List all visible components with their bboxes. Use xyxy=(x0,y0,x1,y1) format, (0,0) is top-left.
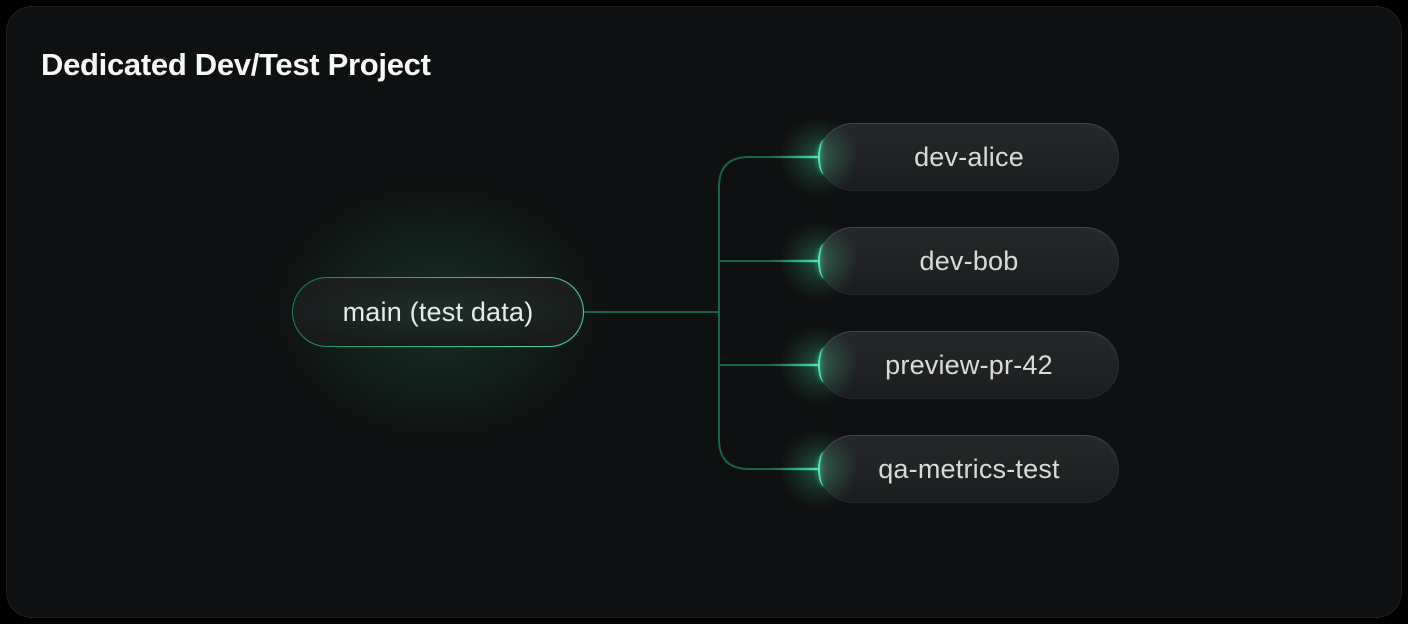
diagram-title: Dedicated Dev/Test Project xyxy=(41,47,431,82)
branch-connector-lines xyxy=(584,155,819,471)
branch-node-qa-metrics-test: qa-metrics-test xyxy=(819,435,1119,503)
branch-node-main: main (test data) xyxy=(292,277,584,347)
branch-label-dev-bob: dev-bob xyxy=(919,245,1019,276)
branch-label-dev-alice: dev-alice xyxy=(914,141,1024,172)
branch-label-preview-pr-42: preview-pr-42 xyxy=(885,349,1053,380)
branch-node-preview-pr-42: preview-pr-42 xyxy=(819,331,1119,399)
branch-node-dev-bob: dev-bob xyxy=(819,227,1119,295)
branch-label-qa-metrics-test: qa-metrics-test xyxy=(878,453,1060,484)
branch-node-dev-alice: dev-alice xyxy=(819,123,1119,191)
diagram-panel: Dedicated Dev/Test Project xyxy=(6,6,1402,618)
branch-label-main: main (test data) xyxy=(342,296,534,327)
